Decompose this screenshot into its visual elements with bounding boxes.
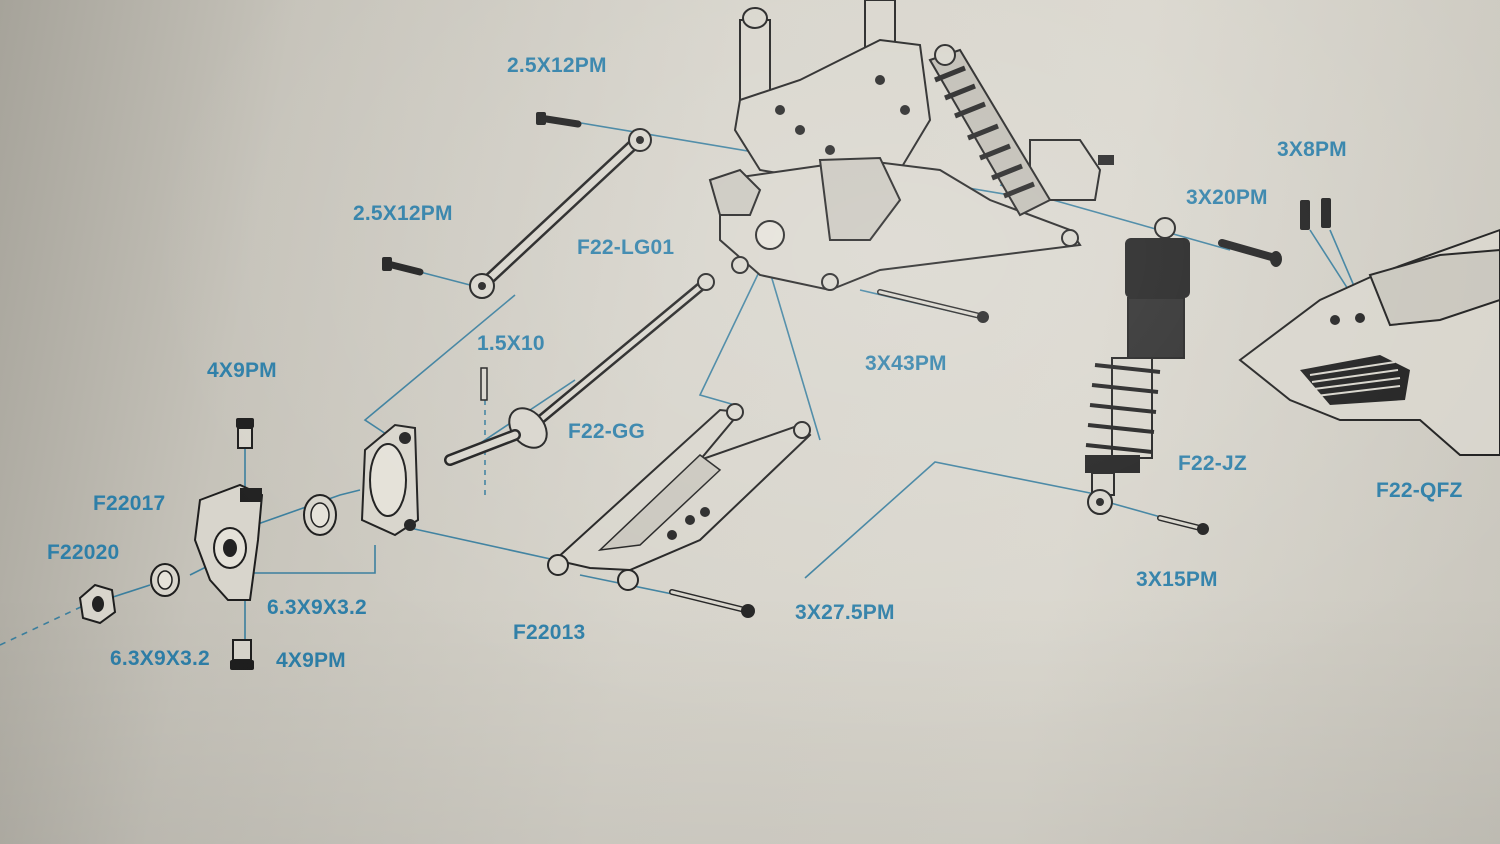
label-pin-1.5x10: 1.5X10 (477, 332, 545, 355)
label-knuckle-f22017: F22017 (93, 492, 166, 515)
pin-1.5x10 (480, 367, 488, 401)
kingpin-bottom (230, 639, 254, 670)
label-shock-f22-jz: F22-JZ (1178, 452, 1247, 475)
pin-3x15 (1157, 515, 1209, 535)
screw-2.5x12-top (536, 112, 582, 128)
kingpin-top (236, 418, 254, 449)
chassis-shock (928, 44, 1052, 217)
label-link-f22-lg01: F22-LG01 (577, 236, 675, 259)
label-bumper-f22-qfz: F22-QFZ (1376, 479, 1463, 502)
label-pin-3x15: 3X15PM (1136, 568, 1218, 591)
label-screw-2.5x12-left: 2.5X12PM (353, 202, 453, 225)
label-kingpin-4x9-bottom: 4X9PM (276, 649, 346, 672)
spacer-middle (303, 494, 337, 536)
wheel-hex (78, 583, 117, 625)
label-screw-3x8: 3X8PM (1277, 138, 1347, 161)
label-driveshaft-f22-gg: F22-GG (568, 420, 646, 443)
lower-arm (547, 403, 812, 591)
screw-2.5x12-left (382, 257, 424, 276)
chassis-gearbox-assembly (708, 0, 1114, 292)
shock-absorber (1085, 217, 1190, 515)
label-arm-f22013: F22013 (513, 621, 586, 644)
label-pin-3x27.5: 3X27.5PM (795, 601, 895, 624)
screw-3x8-pair (1300, 198, 1331, 230)
label-screw-3x20: 3X20PM (1186, 186, 1268, 209)
label-screw-2.5x12-top: 2.5X12PM (507, 54, 607, 77)
drive-shaft (444, 273, 715, 466)
spacer-left (150, 563, 180, 597)
screw-3x20 (1218, 239, 1282, 267)
label-hex-f22020: F22020 (47, 541, 120, 564)
label-pin-3x43: 3X43PM (865, 352, 947, 375)
steering-knuckle (193, 483, 264, 601)
pin-3x43 (877, 289, 989, 323)
pin-3x27.5 (669, 589, 755, 618)
turnbuckle-link (469, 128, 652, 299)
hub-carrier (360, 423, 420, 537)
label-spacer-6.3x9x3.2-left: 6.3X9X3.2 (110, 647, 210, 670)
label-kingpin-4x9-top: 4X9PM (207, 359, 277, 382)
front-bumper (1238, 228, 1500, 456)
label-spacer-6.3x9x3.2-mid: 6.3X9X3.2 (267, 596, 367, 619)
